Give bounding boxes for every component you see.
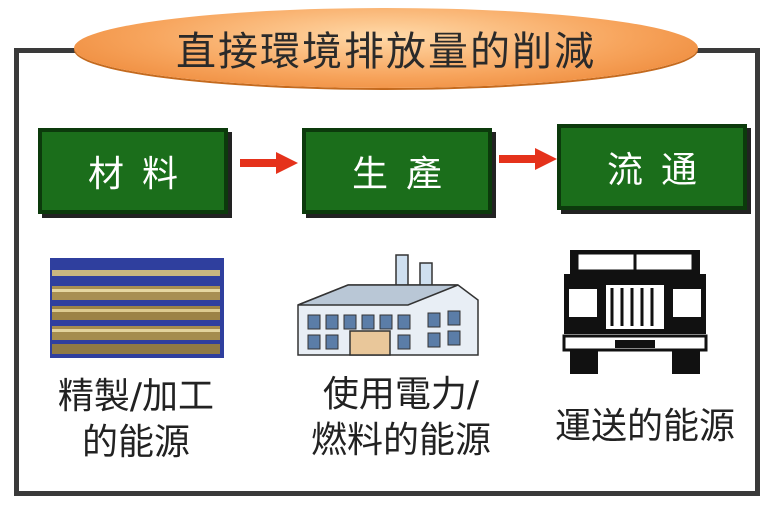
stage-distribution-box: 流通 [557,124,747,210]
stage-materials-label: 材料 [87,154,196,195]
stage-materials-box: 材料 [38,128,228,214]
stage-production-label: 生產 [351,154,460,195]
stage-production-box: 生產 [302,128,492,214]
caption-materials-line1: 精製/加工 [57,376,215,417]
title-banner: 直接環境排放量的削減 [74,8,698,88]
caption-production-line2: 燃料的能源 [310,420,491,461]
factory-icon [297,254,479,356]
caption-production: 使用電力/ 燃料的能源 [286,372,516,464]
caption-distribution-line1: 運送的能源 [554,406,735,447]
metal-rods-icon [50,258,224,358]
caption-materials: 精製/加工 的能源 [36,374,236,466]
stage-distribution-label: 流通 [606,150,715,191]
diagram-title: 直接環境排放量的削減 [176,29,596,75]
arrow-right-icon [240,152,298,174]
arrow-right-icon [499,148,557,170]
caption-production-line1: 使用電力/ [322,374,480,415]
caption-materials-line2: 的能源 [81,422,190,463]
truck-icon [562,250,708,374]
caption-distribution: 運送的能源 [540,404,750,450]
